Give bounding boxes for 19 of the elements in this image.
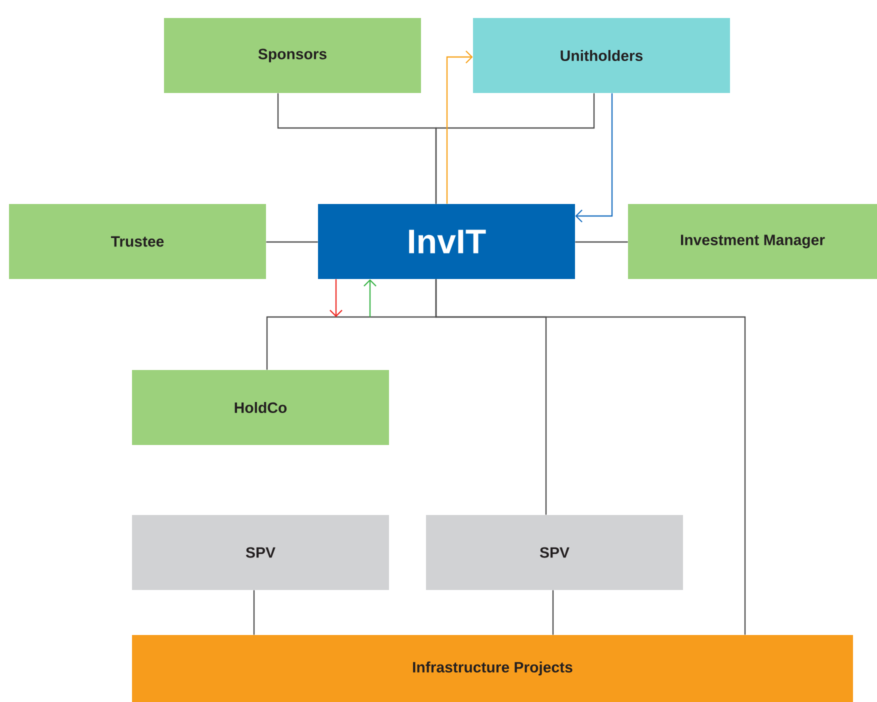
- arrow: [575, 93, 613, 222]
- connector-line: [435, 279, 746, 635]
- connector-line: [552, 590, 554, 635]
- entity-box: Investment Manager: [628, 204, 877, 279]
- arrow: [330, 279, 342, 317]
- connector-line: [575, 241, 628, 243]
- entity-box: HoldCo: [132, 370, 389, 445]
- project-bar: Infrastructure Projects: [132, 635, 853, 702]
- connector-line: [435, 93, 595, 204]
- connector-line: [266, 241, 318, 243]
- entity-box: SPV: [426, 515, 683, 590]
- connector-line: [253, 590, 255, 635]
- entity-box: Trustee: [9, 204, 266, 279]
- arrow: [364, 279, 376, 317]
- entity-box: Sponsors: [164, 18, 421, 93]
- entity-box: SPV: [132, 515, 389, 590]
- entity-box: Unitholders: [473, 18, 730, 93]
- arrow: [446, 50, 473, 204]
- central-box: InvIT: [318, 204, 575, 279]
